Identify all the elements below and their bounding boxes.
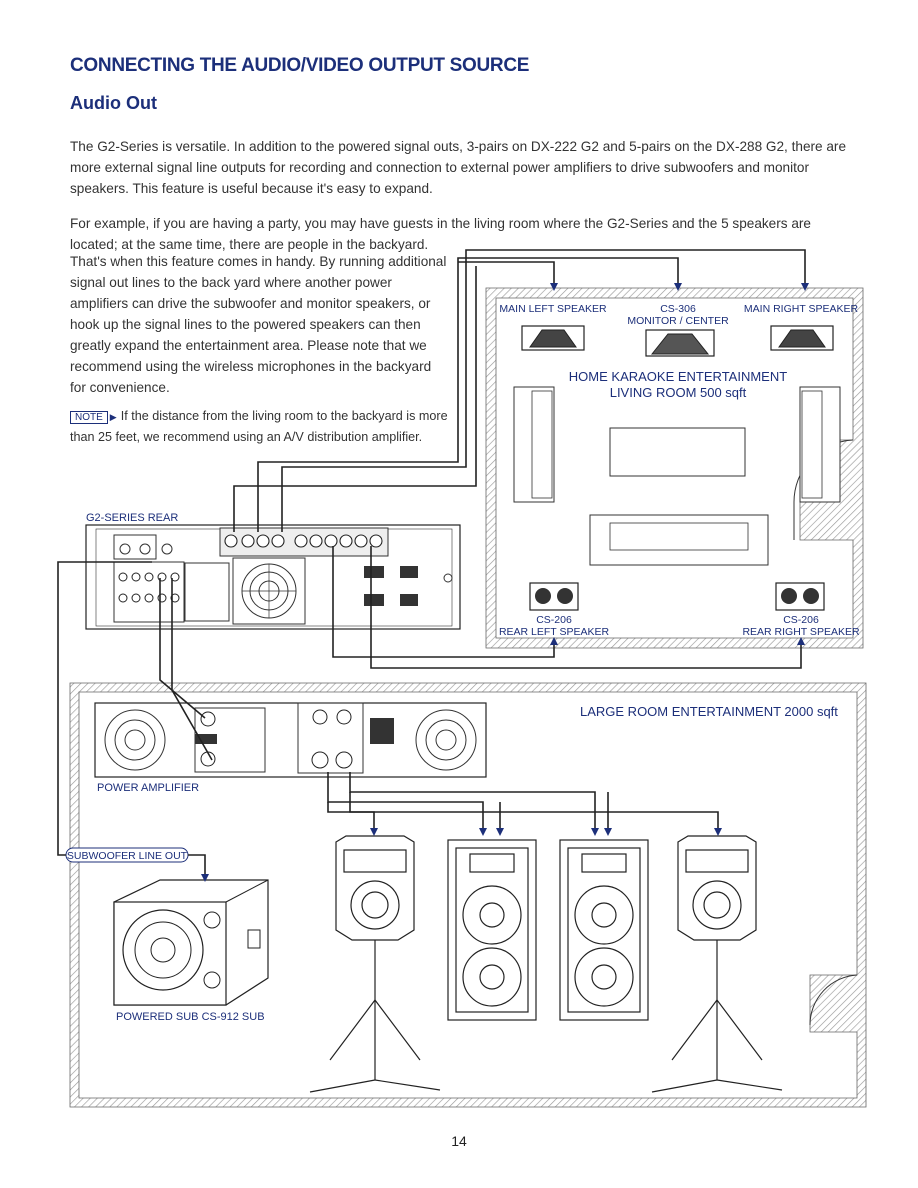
section-heading: Audio Out xyxy=(70,93,157,113)
powered-sub-label: POWERED SUB CS-912 SUB xyxy=(116,1011,265,1023)
large-room: LARGE ROOM ENTERTAINMENT 2000 sqft POWER… xyxy=(65,682,867,1108)
g2-series-rear-panel: G2-SERIES REAR xyxy=(85,512,461,630)
main-left-speaker xyxy=(521,325,585,351)
main-right-speaker xyxy=(770,325,834,351)
page-number: 14 xyxy=(451,1133,467,1149)
note-tag: NOTE xyxy=(70,411,108,424)
living-room-size: LIVING ROOM 500 sqft xyxy=(610,385,747,400)
pa-speaker-left xyxy=(309,835,441,1093)
center-label-desc: MONITOR / CENTER xyxy=(627,315,729,327)
center-label-model: CS-306 xyxy=(660,303,696,315)
rear-left-label: REAR LEFT SPEAKER xyxy=(499,626,610,638)
main-left-label: MAIN LEFT SPEAKER xyxy=(499,303,607,315)
example-paragraph: For example, if you are having a party, … xyxy=(70,216,811,252)
pa-speaker-center-left xyxy=(447,839,537,1021)
pa-speaker-right xyxy=(651,835,783,1093)
note-block: NOTE▶If the distance from the living roo… xyxy=(70,406,450,447)
rear-right-model: CS-206 xyxy=(783,614,819,626)
rear-right-speaker xyxy=(775,582,825,611)
powered-subwoofer xyxy=(113,879,269,1006)
power-amp-label: POWER AMPLIFIER xyxy=(97,782,199,794)
page-heading: CONNECTING THE AUDIO/VIDEO OUTPUT SOURCE xyxy=(70,55,530,76)
g2-rear-label: G2-SERIES REAR xyxy=(86,512,178,524)
example-paragraph-continued: That's when this feature comes in handy.… xyxy=(70,254,447,395)
living-room: MAIN LEFT SPEAKER CS-306 MONITOR / CENTE… xyxy=(485,287,864,649)
note-text: If the distance from the living room to … xyxy=(70,409,448,444)
large-room-title: LARGE ROOM ENTERTAINMENT 2000 sqft xyxy=(580,704,838,719)
rear-left-model: CS-206 xyxy=(536,614,572,626)
intro-paragraph: The G2-Series is versatile. In addition … xyxy=(70,139,847,196)
living-room-title: HOME KARAOKE ENTERTAINMENT xyxy=(569,369,787,384)
rear-left-speaker xyxy=(529,582,579,611)
signal-cables xyxy=(57,249,809,882)
main-right-label: MAIN RIGHT SPEAKER xyxy=(744,303,859,315)
center-speaker xyxy=(645,329,715,357)
pa-speaker-center-right xyxy=(559,839,649,1021)
note-arrow-icon: ▶ xyxy=(109,412,117,422)
rear-right-label: REAR RIGHT SPEAKER xyxy=(742,626,860,638)
subwoofer-line-out-label: SUBWOOFER LINE OUT xyxy=(67,850,188,862)
power-amplifier xyxy=(94,702,487,778)
